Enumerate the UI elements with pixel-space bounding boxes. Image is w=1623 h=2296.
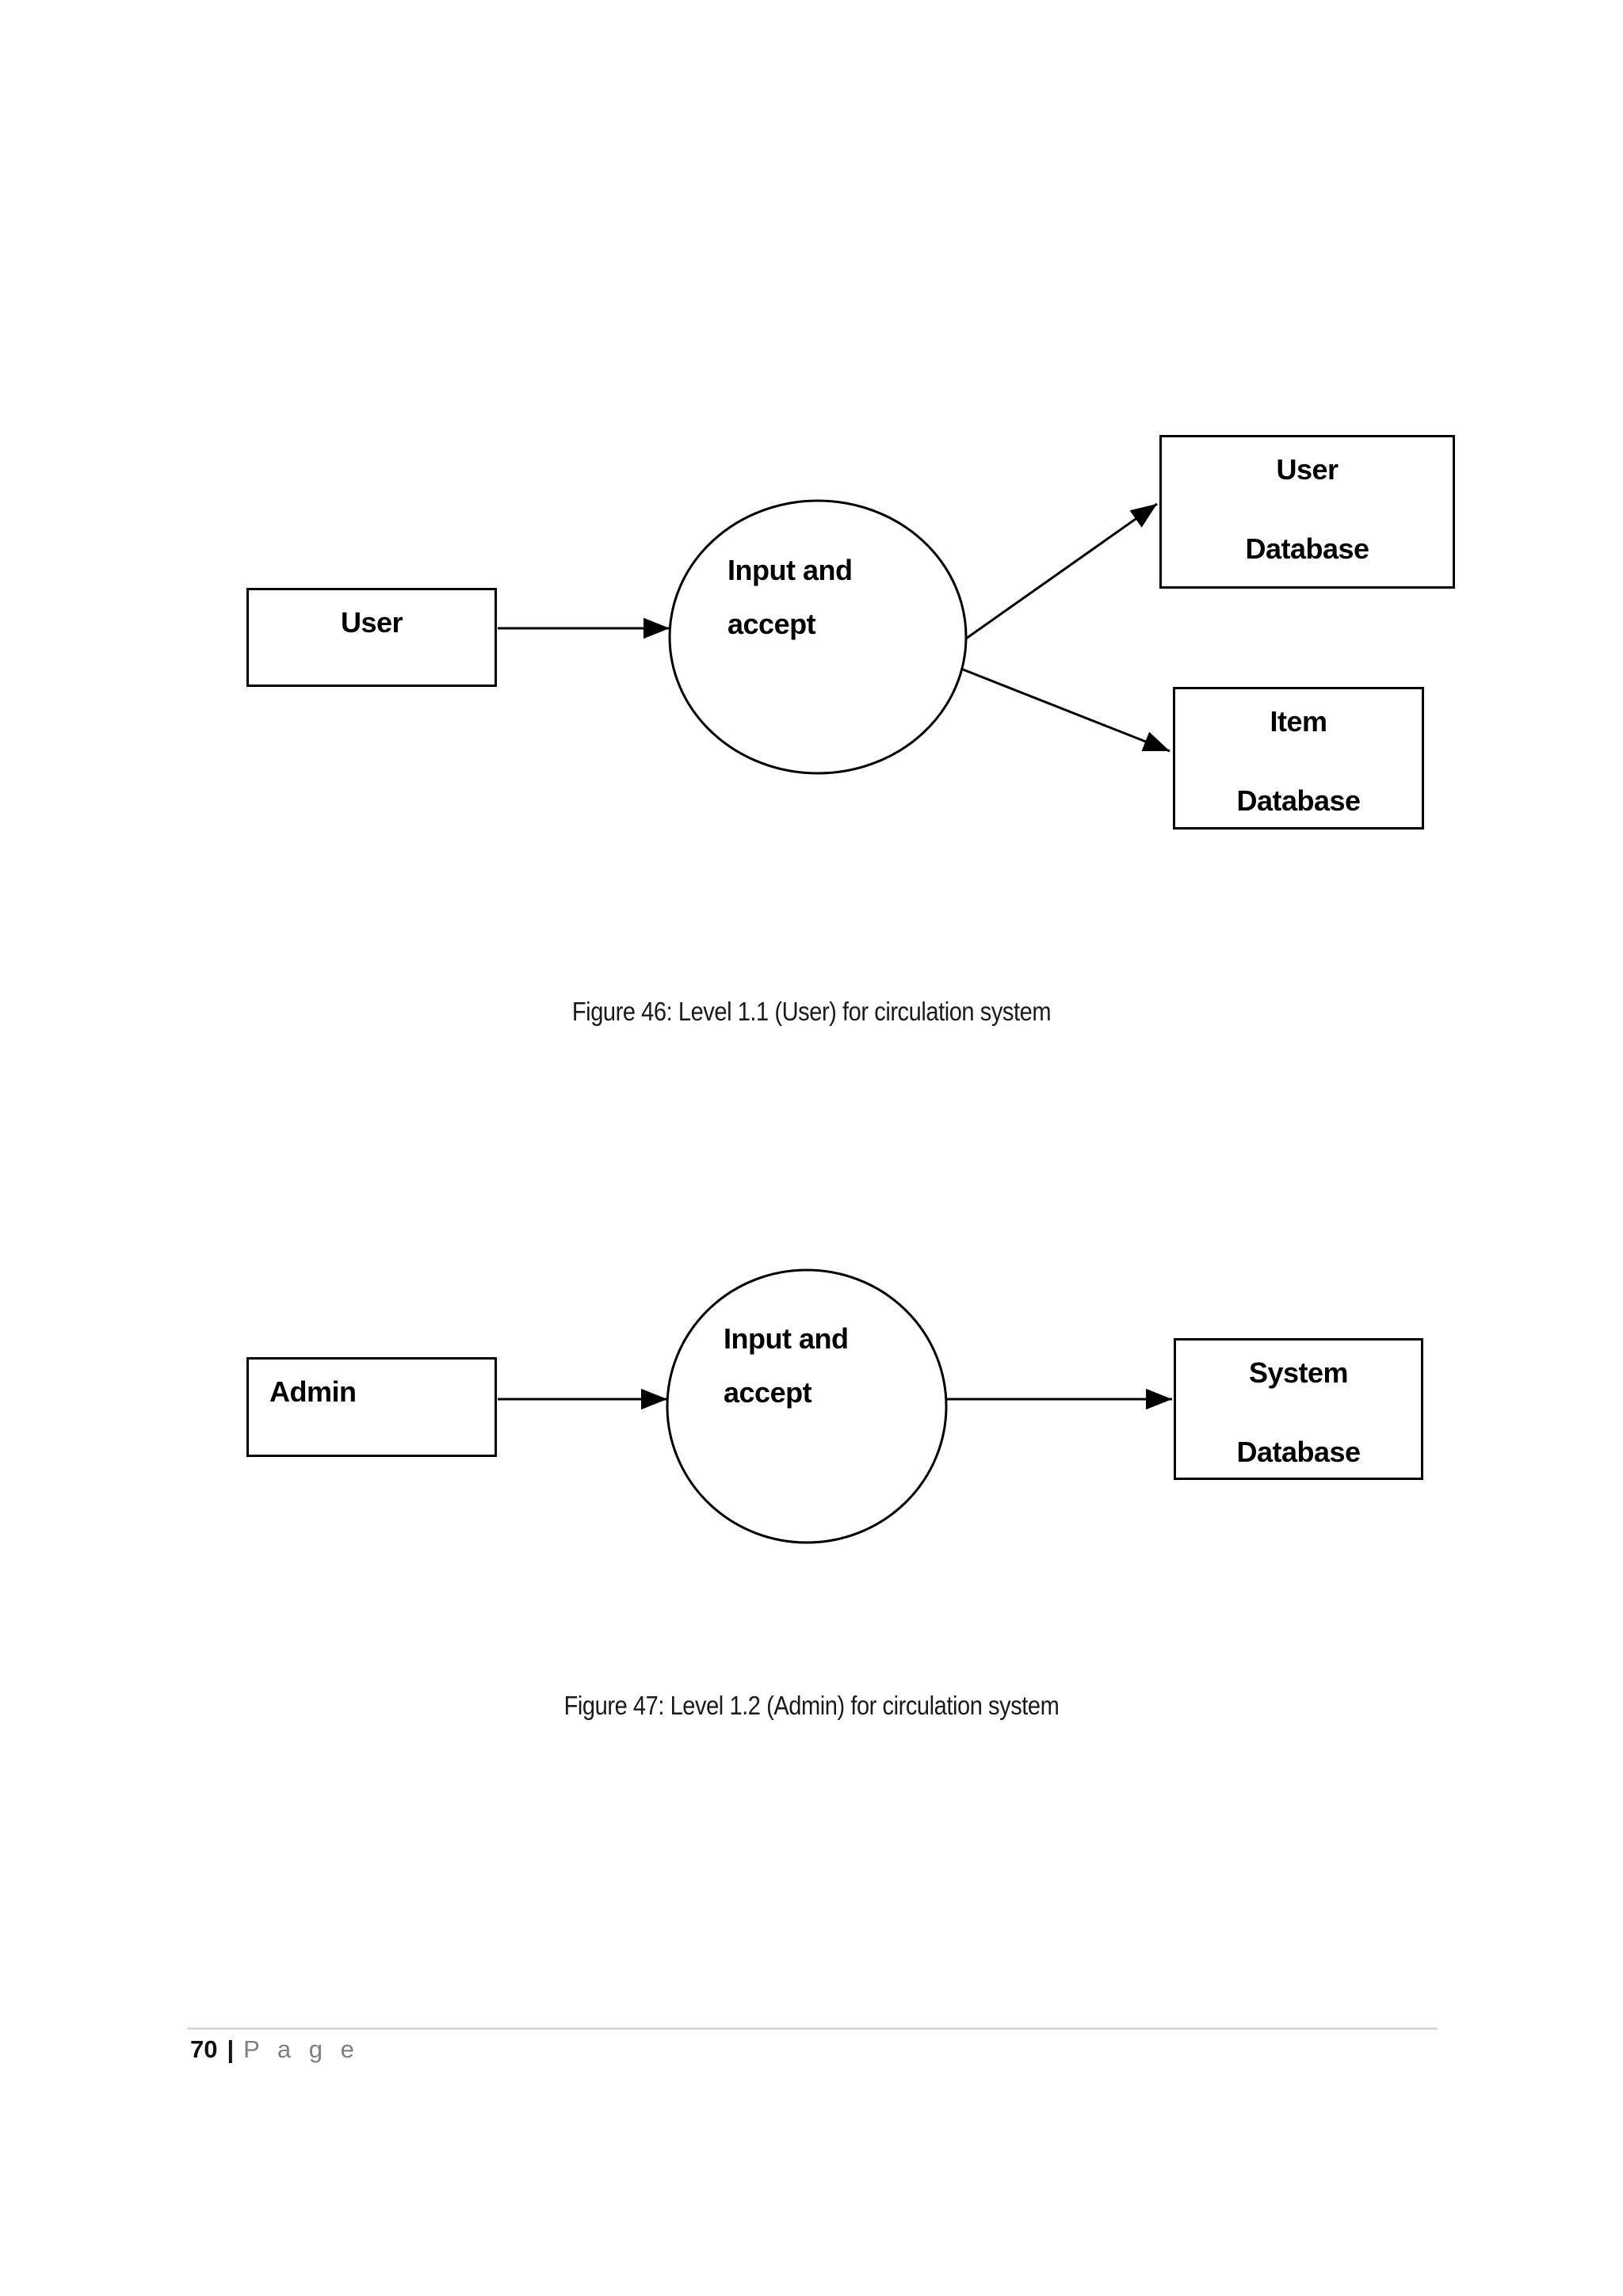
process-label-line1: Input and xyxy=(724,1322,849,1355)
process-label-line2: accept xyxy=(724,1376,812,1409)
entity-user-label: User xyxy=(340,606,403,639)
store-system-database-line2: Database xyxy=(1236,1436,1361,1468)
store-box-user-database: User Database xyxy=(1159,435,1455,589)
figure46-caption: Figure 46: Level 1.1 (User) for circulat… xyxy=(571,997,1052,1026)
arrow-process-to-user-database xyxy=(965,502,1158,640)
process-label-fig46: Input and accept xyxy=(727,543,853,651)
process-label-fig47: Input and accept xyxy=(724,1312,849,1420)
entity-box-admin: Admin xyxy=(246,1357,497,1457)
page-number: 70 xyxy=(190,2035,218,2063)
footer-separator: | xyxy=(227,2035,235,2063)
page-footer: 70 | P a g e xyxy=(190,2033,360,2066)
footer-divider xyxy=(187,2027,1438,2030)
store-item-database-line2: Database xyxy=(1236,784,1361,817)
store-user-database-line1: User xyxy=(1276,453,1338,486)
arrow-process-to-item-database xyxy=(962,668,1170,753)
process-label-line2: accept xyxy=(727,608,816,640)
process-ellipse-fig46 xyxy=(668,499,968,775)
entity-box-user: User xyxy=(246,588,497,687)
store-system-database-line1: System xyxy=(1248,1356,1349,1389)
process-ellipse-fig47 xyxy=(666,1268,948,1544)
entity-admin-label: Admin xyxy=(269,1375,357,1408)
store-box-item-database: Item Database xyxy=(1173,687,1424,830)
footer-page-label: P a g e xyxy=(243,2035,360,2063)
process-label-line1: Input and xyxy=(727,554,853,586)
store-box-system-database: System Database xyxy=(1174,1338,1423,1480)
figure47-caption: Figure 47: Level 1.2 (Admin) for circula… xyxy=(563,1691,1060,1720)
store-item-database-line1: Item xyxy=(1270,705,1327,738)
store-user-database-line2: Database xyxy=(1245,532,1369,565)
